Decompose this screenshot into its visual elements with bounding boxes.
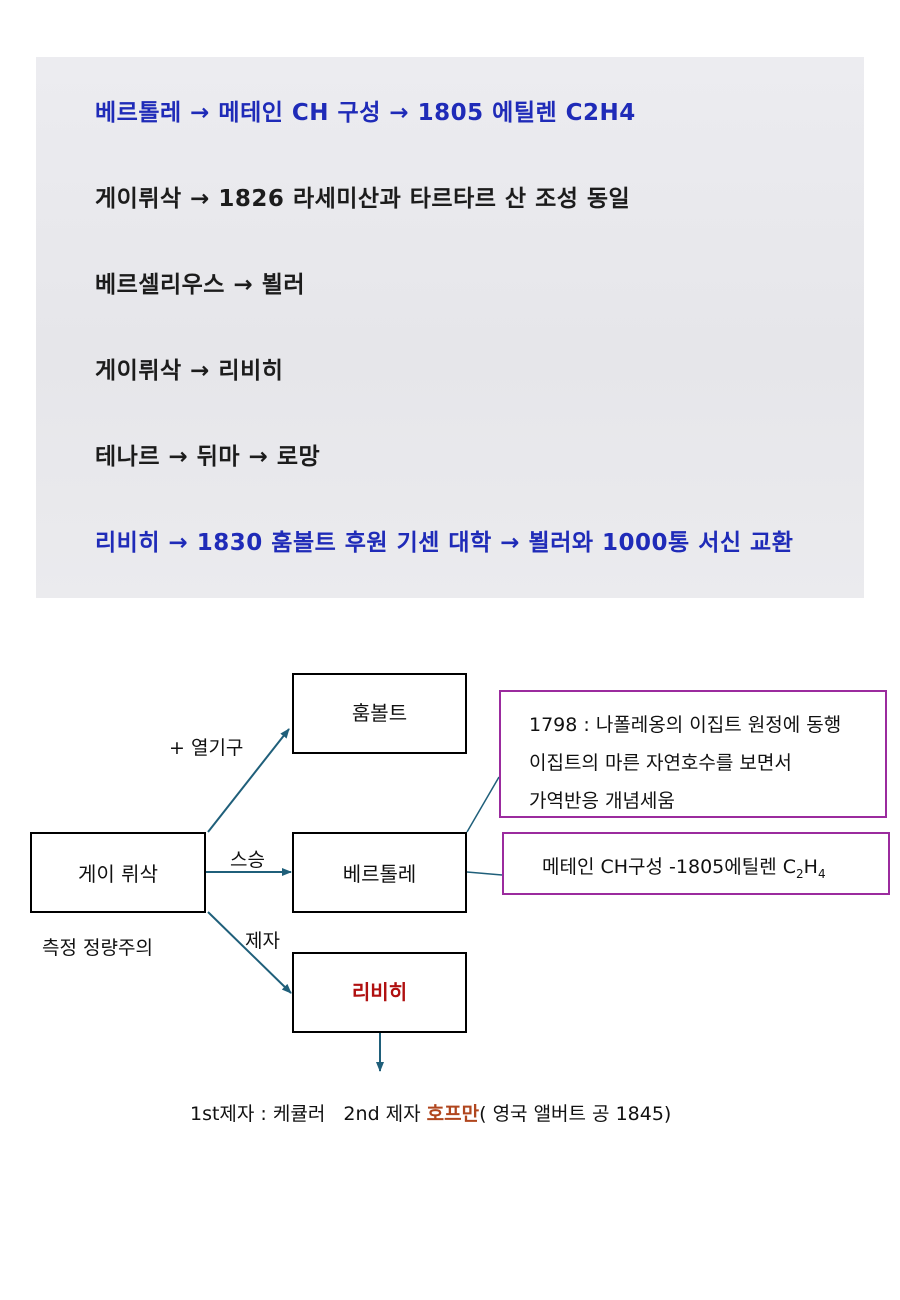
node-humboldt-label: 훔볼트 bbox=[351, 701, 408, 725]
arrow-to-liebig bbox=[207, 911, 292, 994]
slide-line-berthollet: 베르톨레 → 메테인 CH 구성 → 1805 에틸렌 C2H4 bbox=[95, 100, 636, 126]
edge-label-teacher: 스승 bbox=[230, 849, 265, 871]
slide-line-gay-lussac-racemic: 게이뤼삭 → 1826 라세미산과 타르타르 산 조성 동일 bbox=[95, 186, 631, 212]
node-liebig-label: 리비히 bbox=[351, 980, 408, 1004]
note-methane-sub2: 4 bbox=[817, 866, 826, 881]
slide-line-liebig: 리비히 → 1830 훔볼트 후원 기센 대학 → 뵐러와 1000통 서신 교… bbox=[95, 530, 794, 556]
node-berthollet: 베르톨레 bbox=[292, 832, 467, 913]
arrow-to-humboldt bbox=[207, 728, 290, 833]
students-line: 1st제자 : 케큘러 2nd 제자 호프만( 영국 앨버트 공 1845) bbox=[190, 1099, 671, 1126]
note-methane-text: 메테인 CH구성 -1805에틸렌 C2H4 bbox=[542, 852, 826, 881]
students-line-hofmann: 호프만 bbox=[426, 1103, 480, 1125]
note-methane-sub1: 2 bbox=[796, 866, 804, 881]
node-gay-lussac: 게이 뤼삭 bbox=[30, 832, 206, 913]
node-liebig: 리비히 bbox=[292, 952, 467, 1033]
edge-label-balloon: + 열기구 bbox=[169, 737, 244, 759]
slide-line-thenard: 테나르 → 뒤마 → 로망 bbox=[95, 444, 321, 470]
note-egypt-line-1: 1798 : 나폴레옹의 이집트 원정에 동행 bbox=[529, 714, 842, 736]
edge-label-student: 제자 bbox=[245, 930, 280, 952]
note-egypt-line-3: 가역반응 개념세움 bbox=[529, 790, 675, 812]
note-egypt-expedition: 1798 : 나폴레옹의 이집트 원정에 동행 이집트의 마른 자연호수를 보면… bbox=[499, 690, 887, 818]
slide-line-berzelius: 베르셀리우스 → 뵐러 bbox=[95, 272, 306, 298]
note-egypt-line-2: 이집트의 마른 자연호수를 보면서 bbox=[529, 752, 792, 774]
note-methane-prefix: 메테인 CH구성 -1805에틸렌 C bbox=[542, 856, 796, 878]
connector-egypt-note bbox=[466, 776, 500, 833]
slide-line-gay-lussac-liebig: 게이뤼삭 → 리비히 bbox=[95, 358, 284, 384]
connector-methane-note bbox=[466, 871, 503, 876]
students-line-prefix: 1st제자 : 케큘러 2nd 제자 bbox=[190, 1103, 427, 1125]
node-gay-lussac-label: 게이 뤼삭 bbox=[78, 862, 158, 886]
note-methane-mid: H bbox=[803, 856, 818, 878]
note-methane-ethylene: 메테인 CH구성 -1805에틸렌 C2H4 bbox=[502, 832, 890, 895]
gay-lussac-caption: 측정 정량주의 bbox=[42, 937, 153, 959]
node-berthollet-label: 베르톨레 bbox=[342, 862, 417, 886]
lecture-slide-panel: 베르톨레 → 메테인 CH 구성 → 1805 에틸렌 C2H4 게이뤼삭 → … bbox=[36, 57, 864, 598]
students-line-suffix: ( 영국 앨버트 공 1845) bbox=[479, 1103, 672, 1125]
node-humboldt: 훔볼트 bbox=[292, 673, 467, 754]
